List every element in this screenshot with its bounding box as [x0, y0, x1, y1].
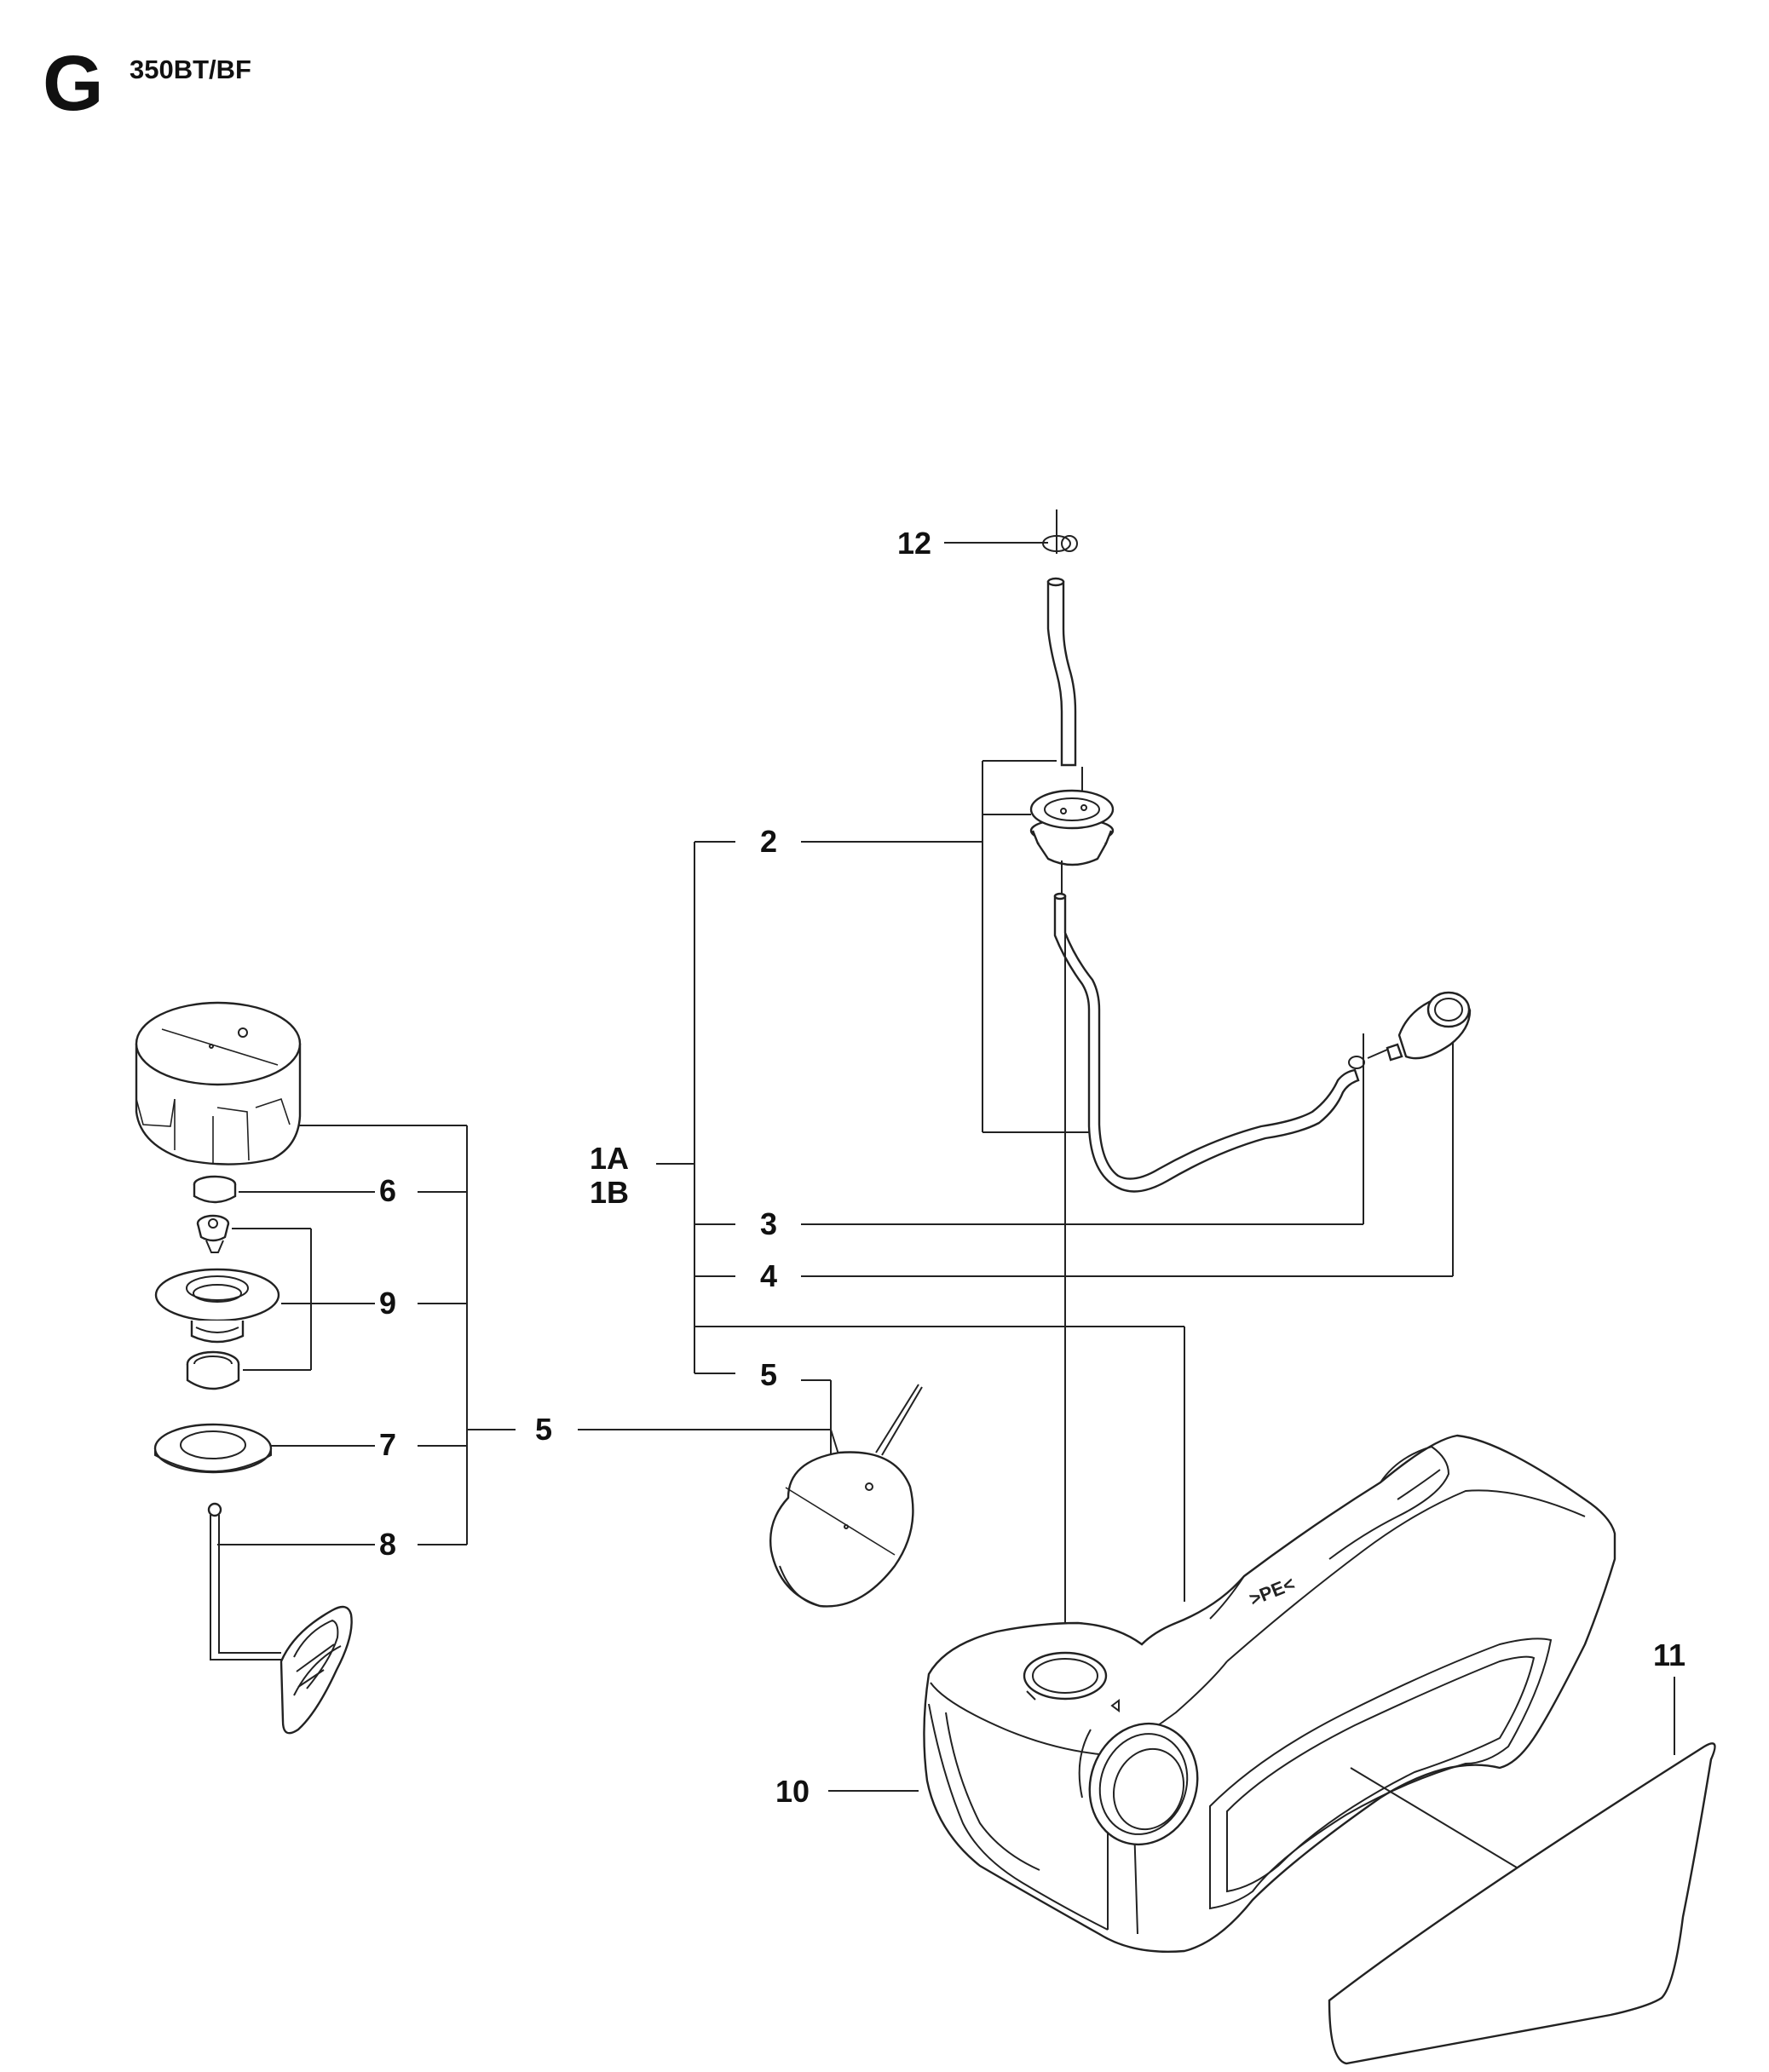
callout-5-left: 5: [535, 1412, 552, 1447]
gasket-part-7: [153, 1423, 273, 1474]
model-name: 350BT/BF: [130, 55, 251, 84]
callout-9: 9: [379, 1286, 396, 1321]
callout-3: 3: [760, 1206, 777, 1241]
fuel-filter-part-4: [1367, 991, 1472, 1062]
callout-labels: 12 2 1A 1B 3 4 5 5 6 9 7 8 10 11: [379, 526, 1685, 1809]
callout-10: 10: [775, 1774, 810, 1809]
callout-11: 11: [1653, 1637, 1685, 1672]
fuel-hose-part-3: [1053, 892, 1365, 1193]
callout-7: 7: [379, 1427, 396, 1462]
cap-plug-part-6: [193, 1175, 237, 1204]
cap-seal-part-9: [186, 1350, 240, 1390]
callout-1b: 1B: [590, 1175, 629, 1210]
tank-cap-assembly-part-5-right: [769, 1384, 923, 1608]
fuel-tank-part-10: >PE<: [923, 1434, 1616, 1954]
leader-lines: [217, 542, 1675, 1792]
callout-4: 4: [760, 1258, 777, 1293]
valve-part-9: [196, 1214, 230, 1253]
fuel-cap: [135, 1001, 302, 1166]
callout-6: 6: [379, 1173, 396, 1208]
cap-strap-part-8: [207, 1502, 353, 1735]
cap-retainer-ring-part-9: [154, 1268, 280, 1344]
hose-clip-part-12: [1042, 509, 1078, 554]
callout-1a: 1A: [590, 1141, 629, 1176]
vent-hose-assembly-part-2: [1029, 577, 1115, 901]
decal-part-11: [1328, 1742, 1716, 2065]
section-letter: G: [43, 40, 104, 127]
callout-2: 2: [760, 824, 777, 859]
callout-12: 12: [897, 526, 931, 561]
callout-5-right: 5: [760, 1357, 777, 1392]
callout-8: 8: [379, 1527, 396, 1562]
